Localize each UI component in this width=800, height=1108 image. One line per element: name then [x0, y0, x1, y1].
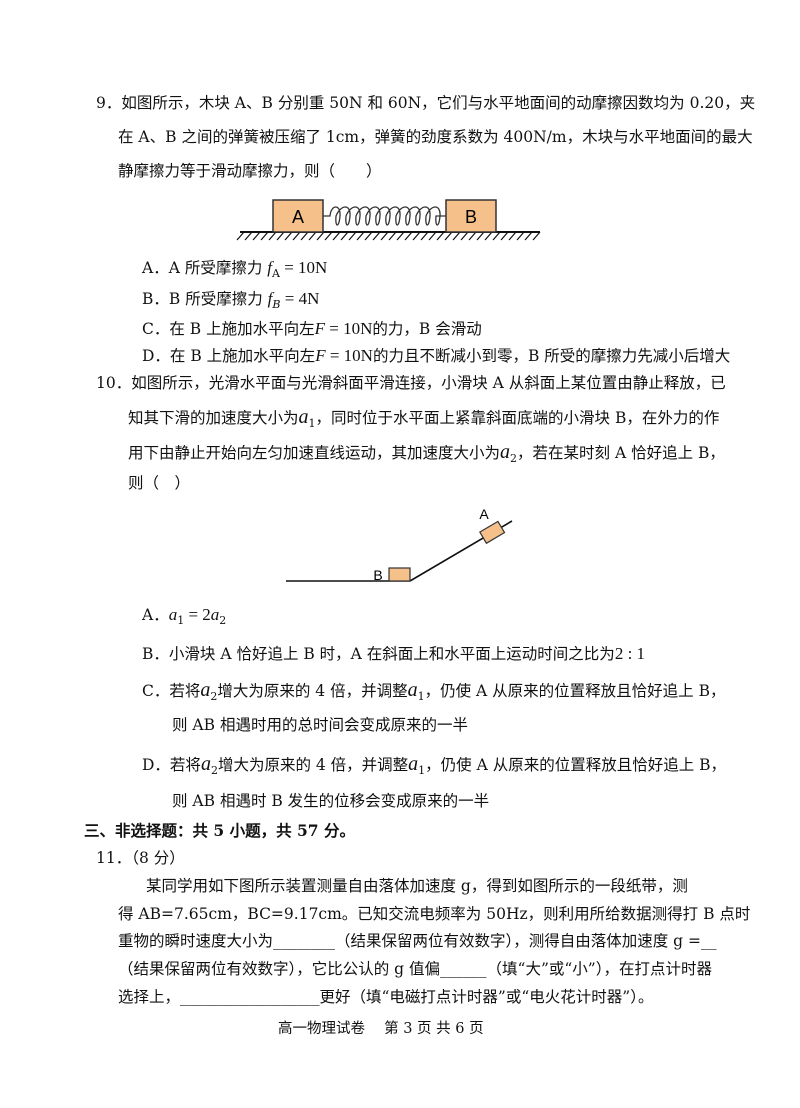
q9-stem-line-2: 在 A、B 之间的弹簧被压缩了 1cm，弹簧的劲度系数为 400N/m，木块与水…: [118, 128, 753, 146]
hatch-mark: [404, 231, 413, 241]
section-3-heading: 三、非选择题：共 5 小题，共 57 分。: [84, 821, 355, 840]
q9-option-c: C．在 B 上施加水平向左F = 10N的力，B 会滑动: [142, 319, 482, 338]
hatch-mark: [276, 231, 285, 241]
hatch-mark: [500, 231, 509, 241]
slider-a-label: A: [479, 506, 489, 522]
q10-stem-line-3: 用下由静止开始向左匀加速直线运动，其加速度大小为a2，若在某时刻 A 恰好追上 …: [128, 441, 725, 465]
hatch-mark: [476, 231, 485, 241]
q11-line-4: （结果保留两位有效数字），它比公认的 g 值偏______（填“大”或“小”），…: [118, 960, 712, 978]
q10-option-c-line-2: 则 AB 相遇时用的总时间会变成原来的一半: [172, 716, 468, 734]
hatch-mark: [428, 231, 437, 241]
page-footer: 高一物理试卷 第 3 页 共 6 页: [278, 1021, 484, 1037]
q9-number: 9．: [96, 94, 122, 112]
hatch-mark: [340, 231, 349, 241]
q10-figure-incline: B A: [286, 506, 513, 583]
q10-option-d-line-1: D．若将a2增大为原来的 4 倍，并调整a1，仍使 A 从原来的位置释放且恰好追…: [142, 753, 727, 777]
spring: [323, 206, 446, 226]
hatch-mark: [492, 231, 501, 241]
hatch-mark: [468, 231, 477, 241]
block-b-label: B: [465, 207, 477, 227]
ground-hatching: [236, 231, 541, 241]
hatch-mark: [436, 231, 445, 241]
q9-option-a: A．A 所受摩擦力 fA = 10N: [142, 258, 328, 280]
q9-option-d: D．在 B 上施加水平向左F = 10N的力且不断减小到零，B 所受的摩擦力先减…: [142, 346, 731, 365]
hatch-mark: [460, 231, 469, 241]
q10-stem-line-4: 则（ ）: [128, 474, 191, 492]
hatch-mark: [300, 231, 309, 241]
hatch-mark: [396, 231, 405, 241]
hatch-mark: [532, 231, 541, 241]
hatch-mark: [292, 231, 301, 241]
q10-stem-line-2: 知其下滑的加速度大小为a1，同时位于水平面上紧靠斜面底端的小滑块 B，在外力的作: [128, 406, 720, 430]
q9-option-b: B．B 所受摩擦力 fB = 4N: [142, 289, 320, 311]
hatch-mark: [484, 231, 493, 241]
slider-a: [479, 520, 506, 545]
q10-option-b: B．小滑块 A 恰好追上 B 时，A 在斜面上和水平面上运动时间之比为2 : 1: [142, 644, 646, 663]
hatch-mark: [372, 231, 381, 241]
slider-b-label: B: [373, 567, 382, 583]
q11-line-1: 某同学用如下图所示装置测量自由落体加速度 g，得到如图所示的一段纸带，测: [146, 877, 688, 895]
hatch-mark: [252, 231, 261, 241]
q11-number: 11．（8 分）: [96, 849, 185, 867]
q10-option-c-line-1: C．若将a2增大为原来的 4 倍，并调整a1，仍使 A 从原来的位置释放且恰好追…: [142, 679, 726, 703]
slider-b: [388, 567, 411, 582]
hatch-mark: [356, 231, 365, 241]
q11-line-5: 选择上，__________________更好（填“电磁打点计时器”或“电火花…: [118, 988, 654, 1006]
hatch-mark: [380, 231, 389, 241]
hatch-mark: [508, 231, 517, 241]
hatch-mark: [236, 231, 245, 241]
q10-option-a: A．a1 = 2a2: [142, 605, 227, 627]
hatch-mark: [388, 231, 397, 241]
hatch-mark: [260, 231, 269, 241]
hatch-mark: [332, 231, 341, 241]
hatch-mark: [524, 231, 533, 241]
hatch-mark: [284, 231, 293, 241]
q9-stem-line-1: 9．如图所示，木块 A、B 分别重 50N 和 60N，它们与水平地面间的动摩擦…: [96, 94, 756, 112]
hatch-mark: [420, 231, 429, 241]
hatch-mark: [452, 231, 461, 241]
q11-line-2: 得 AB=7.65cm，BC=9.17cm。已知交流电频率为 50Hz，则利用所…: [118, 905, 751, 923]
q10-stem-line-1: 10．如图所示，光滑水平面与光滑斜面平滑连接，小滑块 A 从斜面上某位置由静止释…: [96, 374, 726, 392]
hatch-mark: [348, 231, 357, 241]
hatch-mark: [316, 231, 325, 241]
hatch-mark: [308, 231, 317, 241]
q10-option-d-line-2: 则 AB 相遇时 B 发生的位移会变成原来的一半: [172, 792, 490, 810]
q9-figure-spring-blocks: A B: [236, 199, 541, 241]
hatch-mark: [444, 231, 453, 241]
hatch-mark: [412, 231, 421, 241]
q9-stem-line-3: 静摩擦力等于滑动摩擦力，则（ ）: [118, 162, 382, 180]
q11-line-3: 重物的瞬时速度大小为________（结果保留两位有效数字），测得自由落体加速度…: [118, 932, 717, 950]
hatch-mark: [516, 231, 525, 241]
q10-number: 10．: [96, 374, 132, 392]
hatch-mark: [268, 231, 277, 241]
hatch-mark: [364, 231, 373, 241]
hatch-mark: [324, 231, 333, 241]
hatch-mark: [244, 231, 253, 241]
block-a-label: A: [292, 207, 304, 227]
